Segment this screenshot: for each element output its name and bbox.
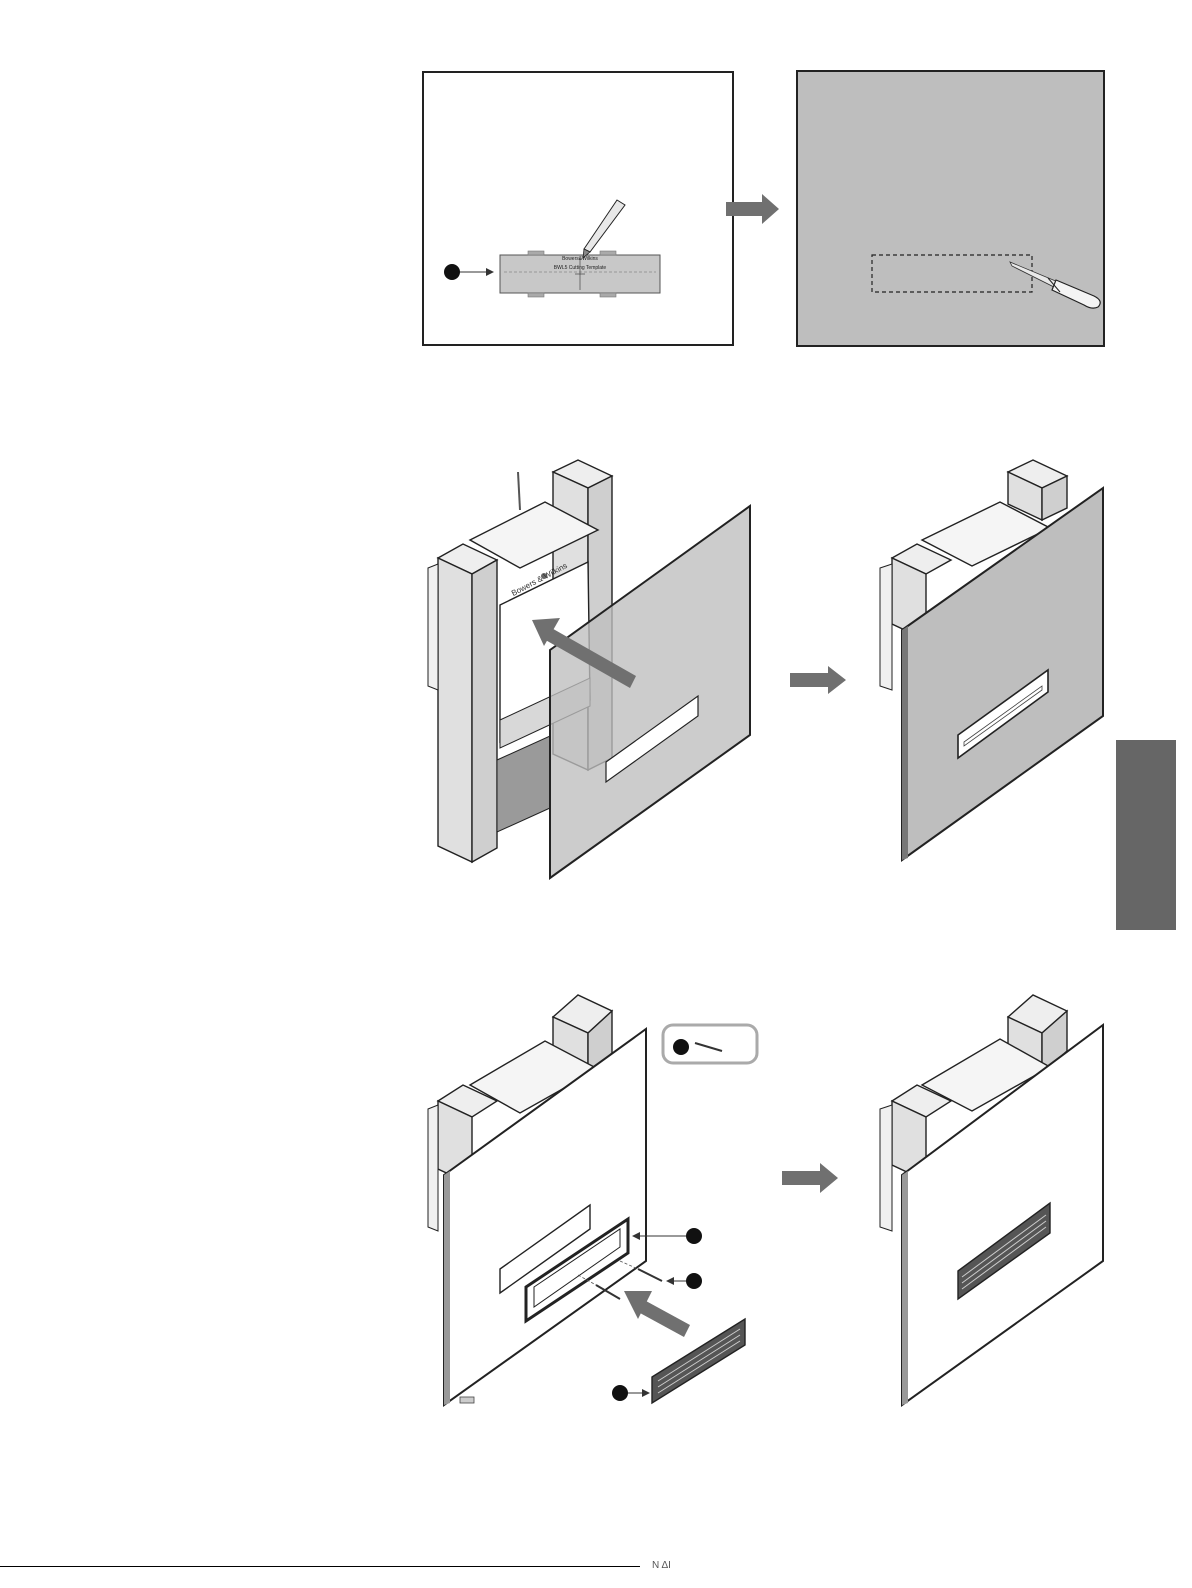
callout-dot-icon (612, 1385, 628, 1401)
callout-dot-icon (686, 1228, 702, 1244)
callout-dot-icon (673, 1039, 689, 1055)
front-stud (428, 544, 497, 862)
step1-wall-cut (797, 71, 1104, 346)
footer-rule (0, 1566, 640, 1567)
step1-template-figure (0, 0, 1192, 400)
template-title-text: BWL5 Cutting Template (520, 265, 640, 271)
callout-dot-icon (444, 264, 460, 280)
footer-mark-text: Ν ΔΙ (652, 1560, 671, 1571)
arrow-right-icon (790, 666, 846, 694)
grille-icon (652, 1319, 745, 1403)
insert-direction-arrow (624, 1291, 690, 1337)
step3-result (880, 995, 1103, 1405)
step2-result (880, 460, 1103, 860)
callout-dot-icon (686, 1273, 702, 1289)
template-brand-text: Bowers&Wilkins (520, 256, 640, 262)
step3-grille-figure (0, 985, 1192, 1485)
section-side-tab (1116, 740, 1176, 930)
step1-wall-frame (423, 72, 733, 345)
arrow-right-icon (782, 1163, 838, 1193)
step2-drywall-figure (0, 440, 1192, 910)
